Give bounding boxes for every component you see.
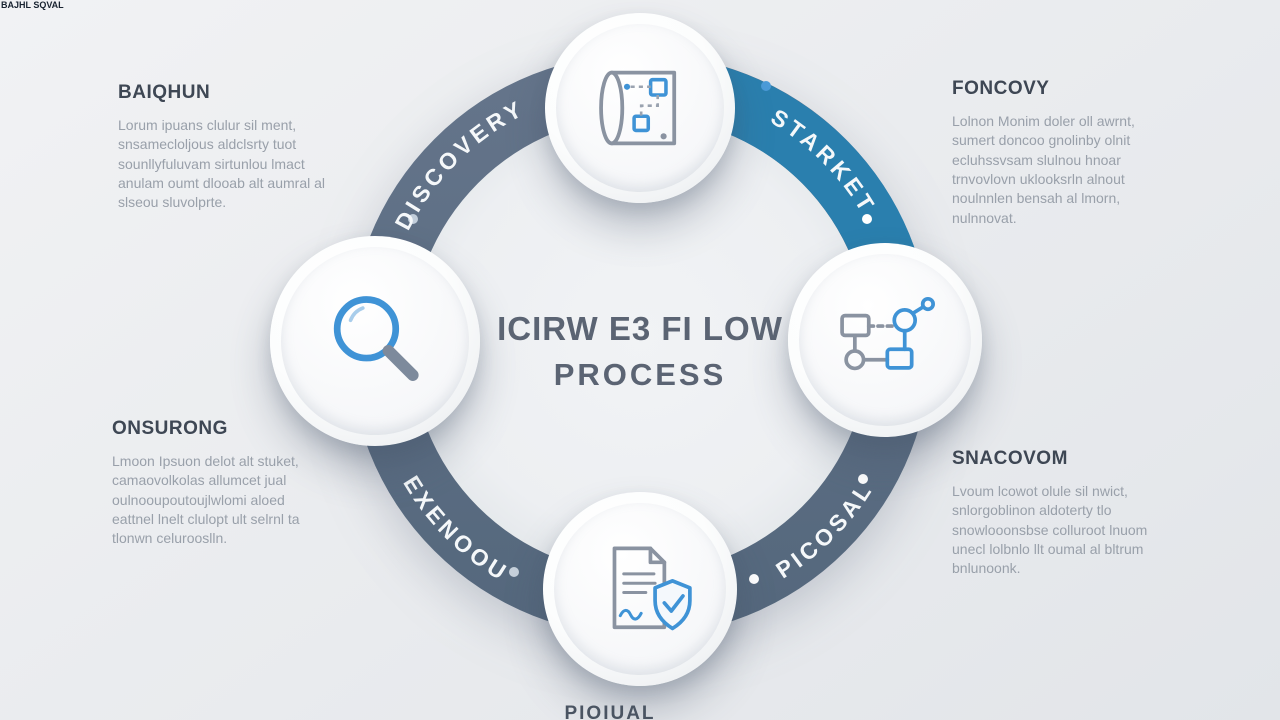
- section-heading: FONCOVY: [952, 78, 1050, 99]
- ring-dot: [761, 81, 771, 91]
- section-heading: ONSURONG: [112, 418, 228, 439]
- section-body: Lmoon Ipsuon delot alt stuket, camaovolk…: [112, 453, 300, 547]
- section-body: Lvoum lcowot olule sil nwict, snlorgobli…: [952, 483, 1148, 577]
- section-body: Lolnon Monim doler oll awrnt, sumert don…: [952, 113, 1135, 226]
- node-left-circle: [270, 236, 480, 446]
- center-title: ICIRW E3 FI LOW PROCESS: [497, 310, 783, 393]
- ring-dot: [858, 474, 868, 484]
- text-block-bottom-left: ONSURONG Lmoon Ipsuon delot alt stuket, …: [112, 418, 326, 549]
- ring-dot: [509, 567, 519, 577]
- ring-dot: [749, 574, 759, 584]
- text-block-top-right: FONCOVY Lolnon Monim doler oll awrnt, su…: [952, 78, 1170, 228]
- magnifier-handle: [382, 344, 419, 381]
- center-title-line2: PROCESS: [553, 357, 727, 392]
- magnifier-glass: [333, 296, 400, 362]
- section-body: Lorum ipuans clulur sil ment, snsameclol…: [118, 117, 326, 211]
- ring-dots: [408, 81, 872, 584]
- section-heading: SNACOVOM: [952, 448, 1068, 469]
- ring-dot: [408, 214, 418, 224]
- bottom-caption: PIOIUAL: [564, 703, 656, 720]
- node-right-circle: [788, 243, 982, 437]
- ring-inner-fill: [411, 116, 869, 574]
- ring-dot: [862, 214, 872, 224]
- contract-shield-icon: [612, 546, 692, 631]
- node-bottom-circle: [543, 492, 737, 686]
- corner-text-artifact: BAJHL SQVAL: [1, 0, 64, 10]
- node-top-circle: [545, 13, 735, 203]
- flowchart-network-icon: [840, 296, 935, 371]
- text-block-top-left: BAIQHUN Lorum ipuans clulur sil ment, sn…: [118, 82, 330, 213]
- magnifier-icon: [333, 296, 419, 381]
- text-block-bottom-right: SNACOVOM Lvoum lcowot olule sil nwict, s…: [952, 448, 1166, 579]
- blueprint-scroll-icon: [599, 70, 677, 146]
- center-title-line1: ICIRW E3 FI LOW: [497, 310, 783, 347]
- section-heading: BAIQHUN: [118, 82, 211, 103]
